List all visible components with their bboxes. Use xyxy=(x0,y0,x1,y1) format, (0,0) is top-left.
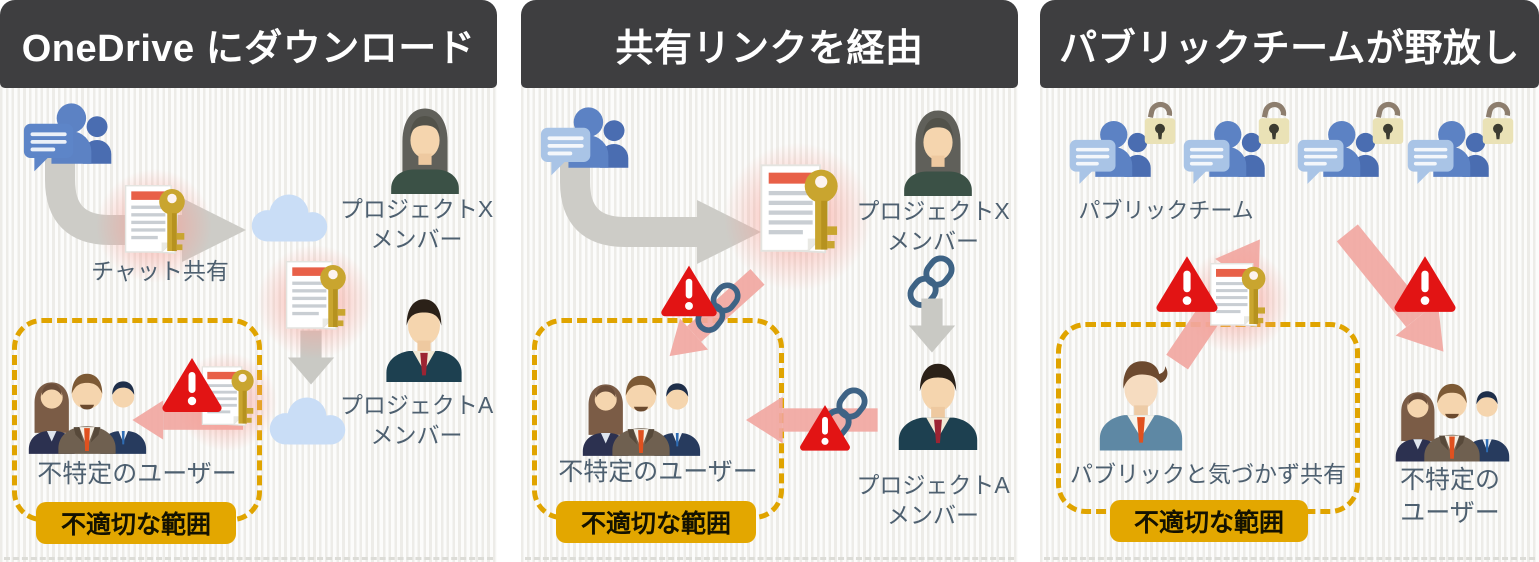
man-avatar xyxy=(889,352,987,450)
project-x-label: プロジェクトX メンバー xyxy=(856,198,1010,255)
open-padlock-icon xyxy=(1368,100,1408,146)
public-team-icon xyxy=(1068,100,1182,190)
man-avatar xyxy=(377,288,471,382)
teams-chat-icon xyxy=(22,100,117,178)
warning-icon xyxy=(1154,252,1220,314)
panel-title: 共有リンクを経由 xyxy=(521,0,1018,88)
group-avatar xyxy=(579,366,703,458)
document-key-icon xyxy=(719,139,877,295)
scope-badge: 不適切な範囲 xyxy=(556,501,756,543)
project-x-label: プロジェクトX メンバー xyxy=(339,196,494,253)
open-padlock-icon xyxy=(1254,100,1294,146)
panel-title: OneDrive にダウンロード xyxy=(0,0,497,88)
panel-shared-link: プロジェクトX メンバー プロジェクトA メンバー 不特定のユーザー 不適切な範… xyxy=(521,0,1018,562)
open-padlock-icon xyxy=(1140,100,1180,146)
project-a-label: プロジェクトA メンバー xyxy=(856,472,1010,529)
project-a-label: プロジェクトA メンバー xyxy=(339,392,494,449)
shared-unaware-label: パブリックと気づかず共有 xyxy=(1070,461,1346,487)
group-avatar xyxy=(1392,374,1512,464)
panel-onedrive-download: チャット共有 プロジェクトX メンバー プロジェクトA メンバー 不特定のユーザ… xyxy=(0,0,497,562)
document-key-icon xyxy=(254,241,376,363)
panel-public-team: パブリックチーム 不特定の ユーザー パブリックと気づかず共有 不適切な範囲 パ… xyxy=(1040,0,1539,562)
warning-icon xyxy=(659,262,719,318)
panel-bottom-edge xyxy=(4,557,493,560)
panel-title: パブリックチームが野放し xyxy=(1040,0,1539,88)
document-key-icon xyxy=(93,165,215,287)
warning-icon xyxy=(1392,252,1458,314)
public-team-icon xyxy=(1406,100,1520,190)
woman-avatar xyxy=(378,100,472,194)
public-team-label: パブリックチーム xyxy=(1078,198,1254,223)
teams-chat-icon xyxy=(539,104,634,182)
scope-badge: 不適切な範囲 xyxy=(1110,500,1308,542)
man-avatar xyxy=(1092,346,1190,452)
woman-avatar xyxy=(891,102,985,196)
panel-bottom-edge xyxy=(525,557,1014,560)
warning-icon xyxy=(160,354,224,414)
panel-bottom-edge xyxy=(1044,557,1535,560)
public-team-icon xyxy=(1182,100,1296,190)
unspecified-users-label: 不特定のユーザー xyxy=(37,460,237,488)
open-padlock-icon xyxy=(1478,100,1518,146)
unspecified-users-label: 不特定のユーザー xyxy=(558,458,758,486)
unspecified-users-label: 不特定の ユーザー xyxy=(1399,466,1500,527)
onedrive-cloud-icon xyxy=(240,186,338,248)
warning-icon xyxy=(798,402,852,452)
chat-share-label: チャット共有 xyxy=(91,258,229,284)
group-avatar xyxy=(25,364,149,456)
scope-badge: 不適切な範囲 xyxy=(36,502,236,544)
download-arrow xyxy=(905,298,959,355)
public-team-icon xyxy=(1296,100,1410,190)
